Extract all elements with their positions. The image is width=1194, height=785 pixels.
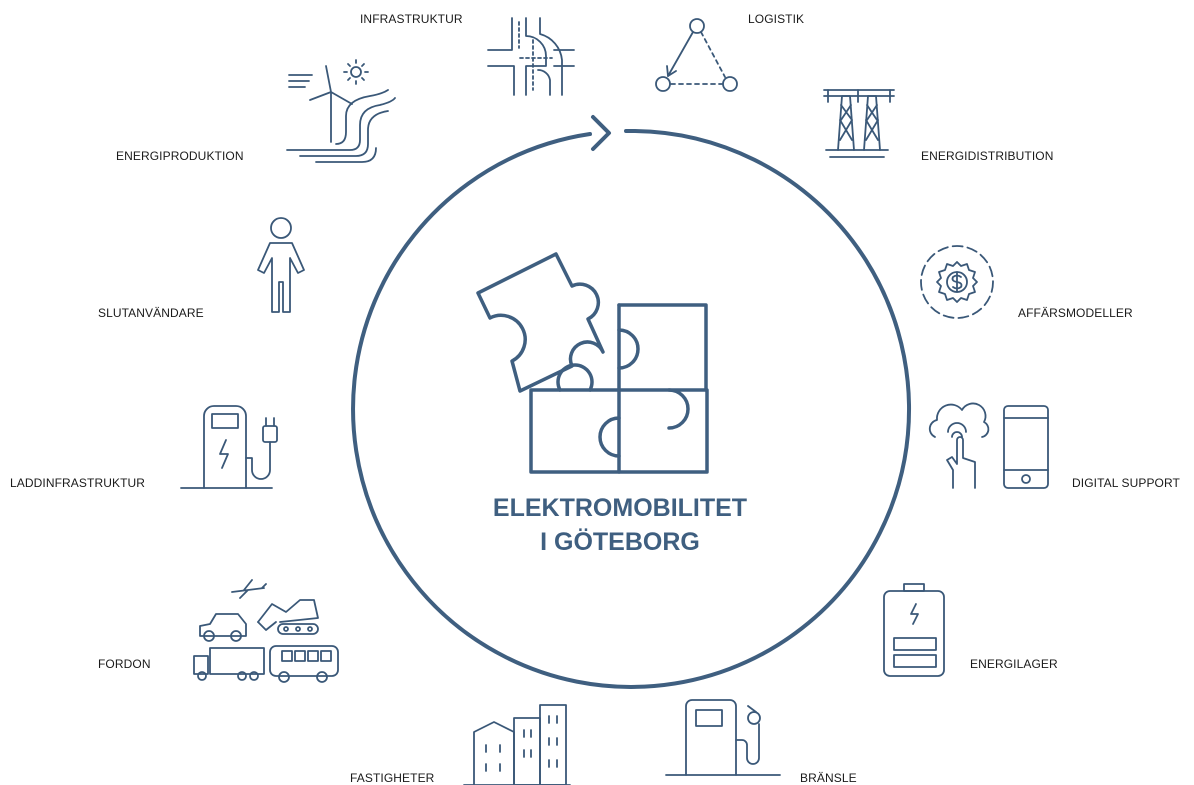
label-digital-support: DIGITAL SUPPORT: [1072, 476, 1180, 490]
fuel-pump-icon: [665, 699, 781, 776]
power-pylon-icon: [823, 89, 895, 158]
buildings-icon: [463, 704, 571, 785]
label-energidistribution: ENERGIDISTRIBUTION: [921, 149, 1054, 163]
cycle-circle: [351, 115, 912, 689]
road-junction-icon: [487, 17, 575, 96]
diagram-title-line2: I GÖTEBORG: [540, 528, 700, 556]
battery-icon: [883, 583, 945, 677]
cloud-phone-icon: [928, 402, 1049, 489]
person-icon: [257, 217, 305, 313]
charging-station-icon: [180, 405, 278, 489]
label-infrastruktur: INFRASTRUKTUR: [360, 12, 463, 26]
logistics-triangle-icon: [655, 18, 738, 92]
label-slutanvandare: SLUTANVÄNDARE: [98, 306, 204, 320]
wind-turbine-icon: [286, 59, 396, 163]
puzzle-icon: [476, 252, 709, 474]
label-energilager: ENERGILAGER: [970, 657, 1058, 671]
label-energiproduktion: ENERGIPRODUKTION: [116, 149, 244, 163]
cycle-arrow-icon: [591, 115, 611, 151]
label-bransle: BRÄNSLE: [800, 771, 857, 785]
label-affarsmodeller: AFFÄRSMODELLER: [1018, 306, 1133, 320]
dollar-gear-icon: [920, 245, 994, 319]
vehicles-icon: [193, 579, 339, 683]
label-laddinfrastruktur: LADDINFRASTRUKTUR: [10, 476, 146, 490]
label-fordon: FORDON: [98, 657, 151, 671]
label-fastigheter: FASTIGHETER: [350, 771, 435, 785]
label-logistik: LOGISTIK: [748, 12, 805, 26]
diagram-title-line1: ELEKTROMOBILITET: [492, 494, 748, 522]
